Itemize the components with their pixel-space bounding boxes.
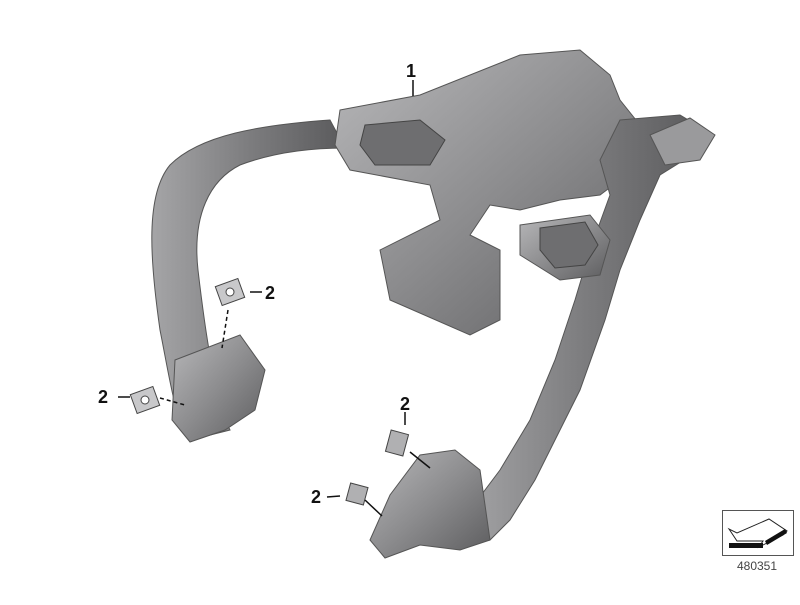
clip-nut-icon [129,277,410,506]
callout-2-lower-right: 2 [311,487,322,507]
orientation-arrow-box [722,510,794,556]
orientation-arrow-icon [727,518,788,549]
reference-number: 480351 [736,559,778,573]
callout-2-upper-left: 2 [265,283,276,303]
callout-2-lower-left: 2 [98,387,109,407]
callout-1: 1 [406,61,417,81]
callout-2-upper-right: 2 [400,394,411,414]
